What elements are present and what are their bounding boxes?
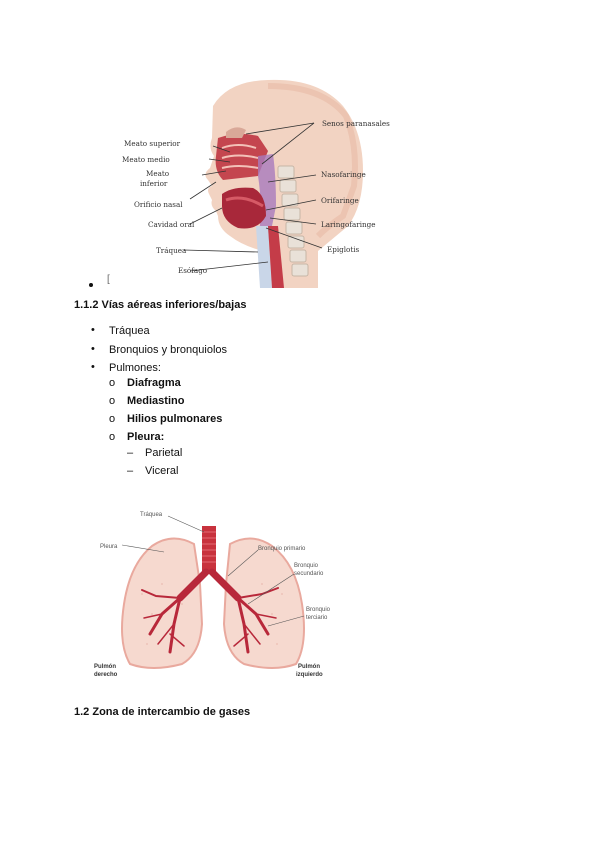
figure-bullet-caption: [	[107, 274, 110, 285]
upper-airway-illustration: Meato superior Meato medio Meato inferio…	[122, 79, 390, 288]
dash-marker: –	[127, 447, 134, 459]
list-item: • Tráquea	[91, 324, 150, 337]
label-pleura: Pleura	[100, 544, 118, 550]
sub-list-item: o Hilios pulmonares	[109, 413, 223, 425]
label-bronquio-terciario-1: Bronquio	[306, 607, 331, 613]
list-item: • Pulmones:	[91, 361, 161, 374]
sub-bullet-marker: o	[109, 395, 116, 407]
label-bronquio-terciario-2: terciario	[306, 615, 328, 621]
label-senos: Senos paranasales	[322, 119, 390, 128]
sub-sub-list-item-text: Parietal	[145, 447, 183, 459]
sub-sub-list-item: – Parietal	[127, 447, 183, 459]
right-lung	[121, 537, 204, 669]
label-traquea: Tráquea	[156, 246, 187, 255]
sub-list-item-text: Hilios pulmonares	[127, 413, 223, 425]
section-heading-vias-inferiores: 1.1.2 Vías aéreas inferiores/bajas	[74, 299, 247, 311]
list-item-text: Tráquea	[109, 325, 150, 337]
sub-list-item: o Mediastino	[109, 395, 185, 407]
sub-list-item: o Diafragma	[109, 377, 181, 389]
label-pulmon-derecho-1: Pulmón	[94, 664, 116, 670]
dash-marker: –	[127, 465, 134, 477]
label-laringofaringe: Laringofaringe	[321, 220, 376, 229]
esophagus-tube	[268, 226, 284, 288]
label-pulmon-izquierdo-2: izquierdo	[296, 672, 323, 678]
left-lung	[222, 537, 305, 669]
label-meato-superior: Meato superior	[124, 139, 181, 148]
pharynx	[258, 154, 276, 246]
lungs-illustration: Tráquea Pleura Bronquio primario Bronqui…	[94, 512, 331, 678]
label-pulmon-derecho-2: derecho	[94, 672, 118, 678]
figure-bullet	[89, 283, 93, 287]
label-meato-inferior-2: inferior	[140, 179, 168, 188]
bullet-marker: •	[91, 361, 95, 373]
sub-sub-list-item: – Viceral	[127, 465, 179, 477]
label-esofago: Esófago	[178, 266, 207, 275]
label-meato-medio: Meato medio	[122, 155, 170, 164]
label-nasofaringe: Nasofaringe	[321, 170, 366, 179]
sub-list-item-text: Pleura:	[127, 431, 165, 443]
list-item-text: Bronquios y bronquiolos	[109, 344, 228, 356]
label-cavidad-oral: Cavidad oral	[148, 220, 195, 229]
list-item-text: Pulmones:	[109, 362, 161, 374]
sub-sub-list-item-text: Viceral	[145, 465, 179, 477]
sub-bullet-marker: o	[109, 377, 116, 389]
sub-list-item-text: Mediastino	[127, 395, 185, 407]
list-item: • Bronquios y bronquiolos	[91, 343, 228, 356]
sub-bullet-marker: o	[109, 413, 116, 425]
section-heading-intercambio-gases: 1.2 Zona de intercambio de gases	[74, 706, 251, 718]
label-bronquio-primario: Bronquio primario	[258, 546, 306, 552]
sub-list-item-text: Diafragma	[127, 377, 181, 389]
sub-list-item: o Pleura:	[109, 431, 165, 443]
label-bronquio-secundario-2: secundario	[294, 571, 324, 577]
bullet-marker: •	[91, 324, 95, 336]
label-meato-inferior-1: Meato	[146, 169, 169, 178]
sinus	[226, 127, 246, 138]
label-pulmon-izquierdo-1: Pulmón	[298, 664, 320, 670]
bullet-marker: •	[91, 343, 95, 355]
lungs-figure: Tráquea Pleura Bronquio primario Bronqui…	[72, 494, 354, 694]
label-orificio-nasal: Orificio nasal	[134, 200, 183, 209]
upper-airway-figure: Meato superior Meato medio Meato inferio…	[118, 76, 408, 288]
label-epiglotis: Epiglotis	[327, 245, 360, 254]
label-traquea-lungs: Tráquea	[140, 512, 163, 518]
label-orofaringe: Orifaringe	[321, 196, 359, 205]
bronchial-tree	[141, 568, 279, 654]
trachea-tube	[256, 226, 272, 288]
label-bronquio-secundario-1: Bronquio	[294, 563, 319, 569]
sub-bullet-marker: o	[109, 431, 116, 443]
spine	[277, 165, 309, 277]
